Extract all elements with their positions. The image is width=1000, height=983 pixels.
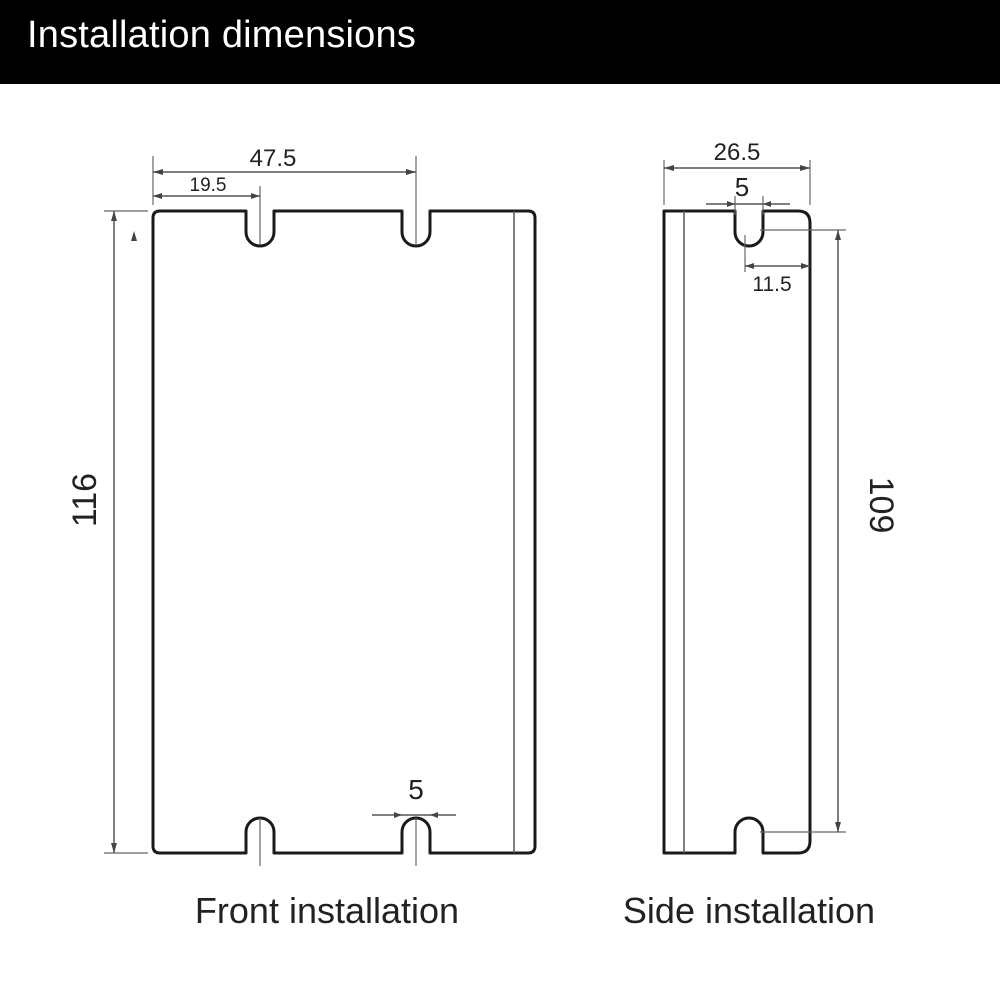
dim-side-hole-spacing: 109 [760,229,900,833]
dim-front-width: 47.5 [152,145,416,205]
side-caption: Side installation [623,890,875,931]
dim-label-side-hole-spacing: 109 [862,477,900,534]
front-caption: Front installation [195,890,459,931]
dim-label-side-slot-offset: 11.5 [752,273,791,296]
dim-front-slot-width: 5 [372,774,456,818]
dim-side-slot-offset: 11.5 [744,235,810,296]
dim-label-front-width: 47.5 [250,145,297,172]
side-plate-outline [662,209,812,855]
page-title: Installation dimensions [27,14,417,56]
dim-label-side-width: 26.5 [714,139,761,166]
side-view: 26.5 5 11.5 109 Side insta [623,139,900,931]
front-view: 47.5 19.5 116 5 Front installation [66,145,537,931]
dim-label-front-height: 116 [66,473,104,527]
dim-side-slot-width: 5 [706,172,790,215]
dim-front-hole-offset: 19.5 [153,175,260,199]
header-bar: Installation dimensions [0,0,1000,84]
dim-label-side-slot-width: 5 [735,172,749,202]
dim-front-height: 116 [66,210,148,854]
front-slot-center-marks [259,156,417,866]
dim-label-front-slot-width: 5 [408,774,424,805]
dim-side-width: 26.5 [663,139,811,205]
front-plate-outline [151,209,537,855]
dim-label-front-hole-offset: 19.5 [190,175,227,196]
